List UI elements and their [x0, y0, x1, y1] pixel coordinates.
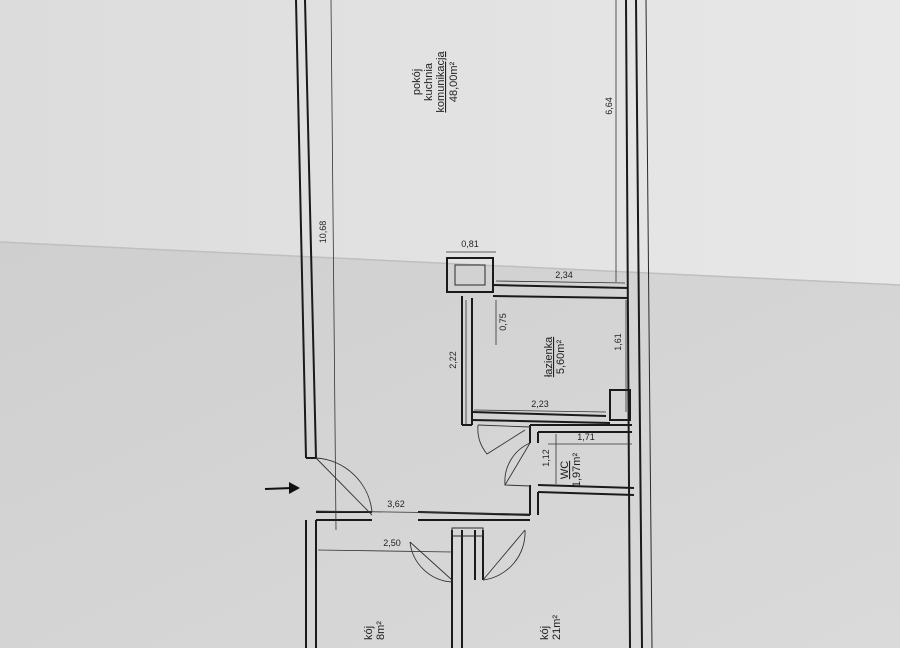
- room-label-living: pokój kuchnia komunikacja 48,00m²: [411, 51, 460, 113]
- room-label-bathroom: łazienka 5,60m²: [543, 336, 567, 377]
- room-b-area: 21m²: [551, 615, 563, 640]
- dim-corridor: 3,62: [387, 499, 405, 509]
- bathroom-area: 5,60m²: [555, 340, 567, 375]
- bathroom-name: łazienka: [543, 336, 555, 377]
- exterior-walls: [295, 0, 653, 648]
- dim-bath-bottom: 2,23: [531, 399, 549, 409]
- dim-total-length: 10,68: [318, 221, 328, 244]
- dim-bath-height: 2,22: [448, 351, 458, 369]
- room-label-room-a: kój 8m²: [363, 621, 387, 640]
- dimension-lines: [315, 0, 632, 553]
- living-name-1: pokój: [411, 69, 423, 95]
- living-name-3: komunikacja: [435, 51, 447, 113]
- dim-bath-side-small: 0,75: [498, 313, 508, 331]
- room-b-name: kój: [539, 626, 551, 640]
- interior-walls: [316, 257, 635, 648]
- dim-shaft-width: 0,81: [461, 239, 479, 249]
- entrance-arrow-icon: [264, 482, 300, 494]
- dim-room-a-width: 2,50: [383, 538, 401, 548]
- room-label-room-b: kój 21m²: [539, 615, 563, 640]
- room-label-wc: WC 1,97m²: [559, 453, 583, 488]
- dim-bath-right: 1,61: [613, 333, 623, 351]
- living-area: 48,00m²: [448, 61, 460, 102]
- dim-wc-width: 1,71: [577, 432, 595, 442]
- dim-right-length: 6,64: [604, 97, 614, 115]
- room-a-name: kój: [363, 626, 375, 640]
- dim-bath-top: 2,34: [555, 270, 573, 280]
- wc-name: WC: [559, 461, 571, 479]
- dim-wc-small: 1,12: [541, 449, 551, 467]
- paper-fold: [0, 241, 900, 286]
- wc-area: 1,97m²: [571, 453, 583, 488]
- living-name-2: kuchnia: [423, 62, 435, 101]
- room-a-area: 8m²: [375, 621, 387, 640]
- doors: [315, 424, 531, 583]
